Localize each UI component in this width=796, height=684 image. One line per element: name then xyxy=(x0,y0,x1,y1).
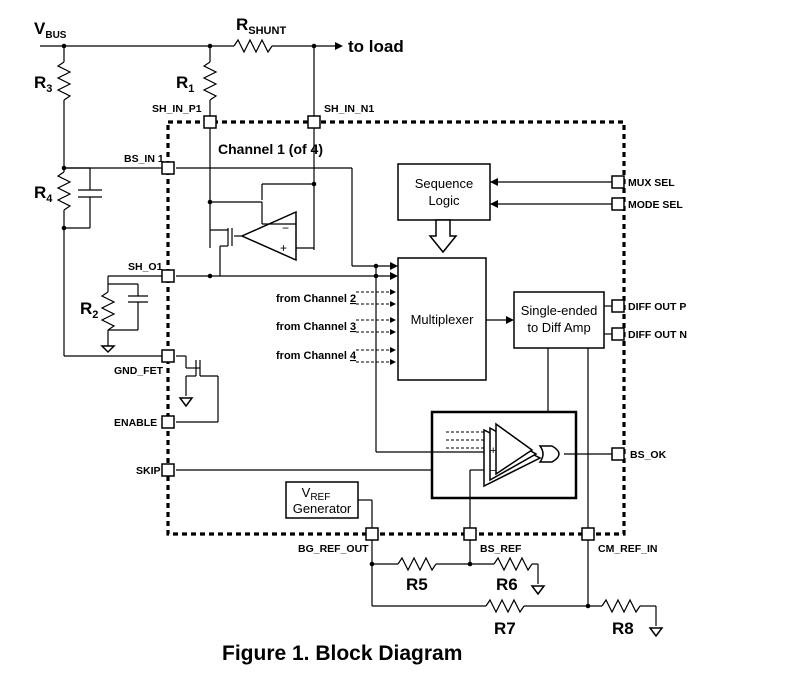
label-sh-in-p1: SH_IN_P1 xyxy=(152,103,202,115)
pin-sh-in-p1 xyxy=(203,115,217,129)
pin-skip xyxy=(161,463,175,477)
label-bs-in1: BS_IN 1 xyxy=(124,153,164,165)
vref-label2: Generator xyxy=(293,501,352,516)
ground-icon xyxy=(100,345,116,354)
from-channel-2: from Channel 2 xyxy=(276,293,356,305)
r8-resistor xyxy=(601,598,641,614)
r3-resistor xyxy=(56,61,72,101)
arrow-icon xyxy=(490,200,498,208)
label-gnd-fet: GND_FET xyxy=(114,365,164,377)
arrow-icon xyxy=(490,178,498,186)
label-bs-ok: BS_OK xyxy=(630,449,667,461)
label-mux-sel: MUX SEL xyxy=(628,177,675,189)
r1-label: R1 xyxy=(176,73,194,95)
rshunt-resistor xyxy=(233,38,273,54)
label-cm-ref-in: CM_REF_IN xyxy=(598,543,658,555)
r4-label: R4 xyxy=(34,183,53,205)
comp-plus: + xyxy=(490,445,496,457)
arrow-icon xyxy=(390,317,396,323)
pin-gnd-fet xyxy=(161,349,175,363)
pin-bg-ref-out xyxy=(365,527,379,541)
vref-generator-block xyxy=(285,481,359,519)
r1-resistor xyxy=(202,61,218,101)
arrow-icon xyxy=(390,289,396,295)
from-channel-3: from Channel 3 xyxy=(276,321,356,333)
to-load-arrow xyxy=(335,42,343,50)
opamp-plus: + xyxy=(280,241,287,255)
arrow-icon xyxy=(506,316,514,324)
label-bg-ref-out: BG_REF_OUT xyxy=(298,543,369,555)
to-load-label: to load xyxy=(348,37,404,56)
vbus-label: VBUS xyxy=(34,19,67,41)
multiplexer-block xyxy=(397,257,487,381)
label-sh-o1: SH_O1 xyxy=(128,261,163,273)
r2-label: R2 xyxy=(80,299,98,321)
diff-amp-label1: Single-ended xyxy=(521,303,598,318)
mux-input-arrow xyxy=(390,262,398,270)
r6-resistor xyxy=(493,556,533,572)
ground-icon xyxy=(178,397,194,408)
r5-label: R5 xyxy=(406,575,428,594)
vref-label: VREF xyxy=(302,485,331,503)
label-diff-out-n: DIFF OUT N xyxy=(628,329,687,341)
figure-caption: Figure 1. Block Diagram xyxy=(222,642,462,665)
comparator-opamp-stack xyxy=(495,422,534,476)
from-channel-4: from Channel 4 xyxy=(276,350,357,362)
pin-enable xyxy=(161,415,175,429)
pin-diff-out-n xyxy=(611,327,625,341)
opamp-minus: − xyxy=(282,221,289,235)
multiplexer-label: Multiplexer xyxy=(411,312,475,327)
pin-mux-sel xyxy=(611,175,625,189)
label-skip: SKIP xyxy=(136,465,161,477)
pin-sh-o1 xyxy=(161,269,175,283)
rshunt-label: RSHUNT xyxy=(236,15,286,37)
arrow-icon xyxy=(390,329,396,335)
comp-minus: − xyxy=(490,465,496,477)
ground-icon xyxy=(530,585,546,596)
mux-input-arrow xyxy=(390,272,398,280)
pin-sh-in-n1 xyxy=(307,115,321,129)
r6-label: R6 xyxy=(496,575,518,594)
sequence-logic-label2: Logic xyxy=(428,193,460,208)
pin-bs-in1 xyxy=(161,161,175,175)
diff-amp-label2: to Diff Amp xyxy=(527,320,590,335)
r7-resistor xyxy=(485,598,525,614)
r3-label: R3 xyxy=(34,73,52,95)
channel1-label: Channel 1 (of 4) xyxy=(218,141,323,157)
r8-label: R8 xyxy=(612,619,634,638)
label-sh-in-n1: SH_IN_N1 xyxy=(324,103,374,115)
pin-cm-ref-in xyxy=(581,527,595,541)
r4-resistor xyxy=(56,171,72,211)
or-gate xyxy=(538,445,560,463)
ground-icon xyxy=(648,627,664,638)
logic-to-mux-arrow xyxy=(428,219,458,254)
pin-mode-sel xyxy=(611,197,625,211)
channel1-opamp xyxy=(240,210,297,262)
label-mode-sel: MODE SEL xyxy=(628,199,683,211)
label-diff-out-p: DIFF OUT P xyxy=(628,301,686,313)
r2-resistor xyxy=(100,291,116,331)
arrow-icon xyxy=(390,347,396,353)
arrow-icon xyxy=(390,301,396,307)
sequence-logic-block xyxy=(397,163,491,221)
r5-resistor xyxy=(397,556,437,572)
pin-bs-ref xyxy=(463,527,477,541)
label-bs-ref: BS_REF xyxy=(480,543,522,555)
arrow-icon xyxy=(390,359,396,365)
pin-diff-out-p xyxy=(611,299,625,313)
label-enable: ENABLE xyxy=(114,417,157,429)
pin-bs-ok xyxy=(611,447,625,461)
r7-label: R7 xyxy=(494,619,516,638)
sequence-logic-label1: Sequence xyxy=(415,176,474,191)
diff-amp-block xyxy=(513,291,605,349)
